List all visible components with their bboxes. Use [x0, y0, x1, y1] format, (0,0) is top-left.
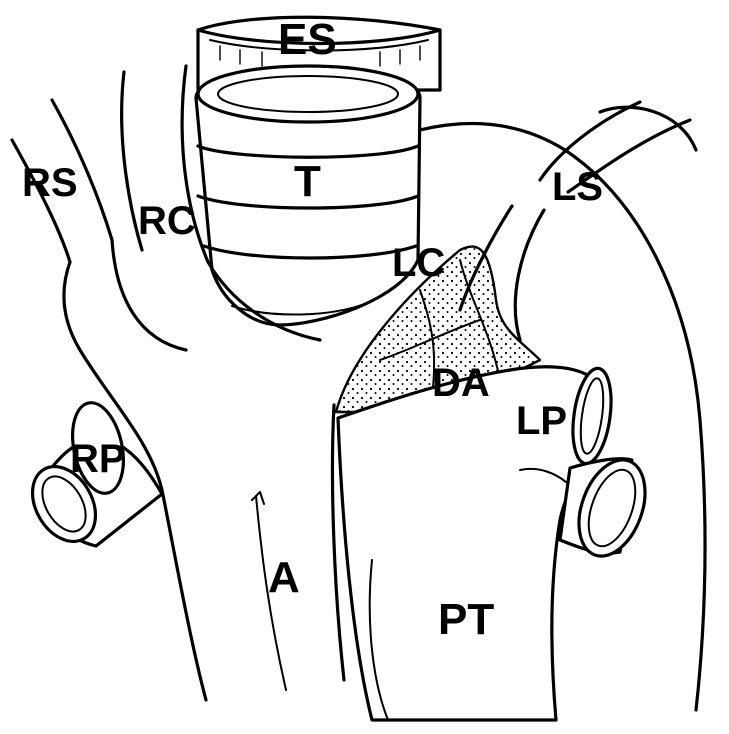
label-rp: RP	[70, 437, 126, 481]
label-lc: LC	[392, 241, 445, 285]
label-ls: LS	[552, 165, 603, 209]
label-lp: LP	[516, 399, 567, 443]
label-da: DA	[432, 361, 490, 405]
label-t: T	[294, 157, 321, 206]
label-a: A	[268, 553, 300, 602]
label-pt: PT	[438, 595, 494, 644]
label-rc: RC	[138, 199, 196, 243]
label-rs: RS	[22, 161, 78, 205]
label-es: ES	[278, 15, 337, 64]
